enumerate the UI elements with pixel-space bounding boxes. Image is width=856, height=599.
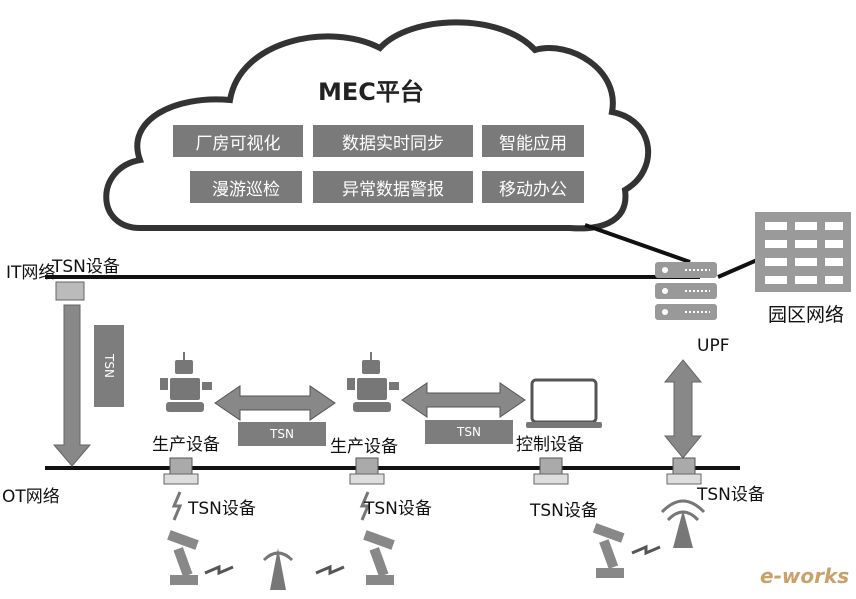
cloud-upf-link	[584, 223, 691, 264]
campus-server-rack-icon	[755, 212, 851, 292]
tsn-device-label-2: TSN设备	[364, 499, 432, 519]
campus-network-label: 园区网络	[768, 304, 845, 326]
production-device-label-2: 生产设备	[330, 437, 398, 457]
tsn-device-it-label: TSN设备	[52, 257, 120, 277]
tablet-icon	[526, 378, 602, 428]
mec-platform-title: MEC平台	[318, 78, 424, 106]
upf-server-icon	[655, 262, 717, 320]
tsn-device-label-4: TSN设备	[697, 485, 765, 505]
tsn-device-ot-2	[349, 457, 385, 485]
app-realtime-sync: 数据实时同步	[313, 125, 473, 157]
robot-arm-icon-1	[167, 530, 199, 585]
upf-double-arrow	[663, 359, 703, 459]
tsn-tag-vertical: TSN	[94, 325, 124, 407]
wireless-bolt-2	[359, 491, 371, 521]
eworks-watermark: e-works	[760, 564, 850, 588]
app-roaming-inspection: 漫游巡检	[190, 171, 302, 203]
tsn-device-ot-4	[666, 457, 702, 485]
upf-label: UPF	[697, 336, 730, 356]
antenna-icon-2	[660, 499, 706, 548]
wireless-bolt-3	[204, 564, 234, 576]
app-smart-application: 智能应用	[482, 125, 584, 157]
wireless-bolt-4	[315, 564, 345, 576]
tsn-device-ot-3	[533, 457, 569, 485]
it-network-label: IT网络	[6, 263, 56, 283]
wireless-bolt-1	[171, 491, 183, 521]
tsn-device-label-3: TSN设备	[530, 501, 598, 521]
antenna-icon-1	[262, 548, 294, 590]
tsn-device-it-left	[55, 281, 85, 301]
tsn-device-label-1: TSN设备	[188, 499, 256, 519]
tsn-vertical-arrow	[52, 304, 92, 467]
robot-icon-2	[347, 352, 399, 412]
robot-icon-1	[160, 352, 212, 412]
ot-network-label: OT网络	[2, 487, 60, 507]
tsn-device-ot-1	[163, 457, 199, 485]
app-mobile-office: 移动办公	[482, 171, 584, 203]
production-device-label-1: 生产设备	[152, 435, 220, 455]
h-arrow-right	[401, 382, 526, 418]
h-arrow-left	[214, 385, 336, 421]
app-plant-visualization: 厂房可视化	[173, 125, 303, 157]
app-anomaly-alert: 异常数据警报	[313, 171, 473, 203]
wireless-bolt-5	[631, 544, 661, 556]
tsn-tag-left: TSN	[238, 422, 326, 446]
control-device-label: 控制设备	[516, 435, 584, 455]
robot-arm-icon-3	[592, 523, 625, 578]
robot-arm-icon-2	[363, 530, 395, 585]
tsn-tag-right: TSN	[425, 420, 513, 444]
